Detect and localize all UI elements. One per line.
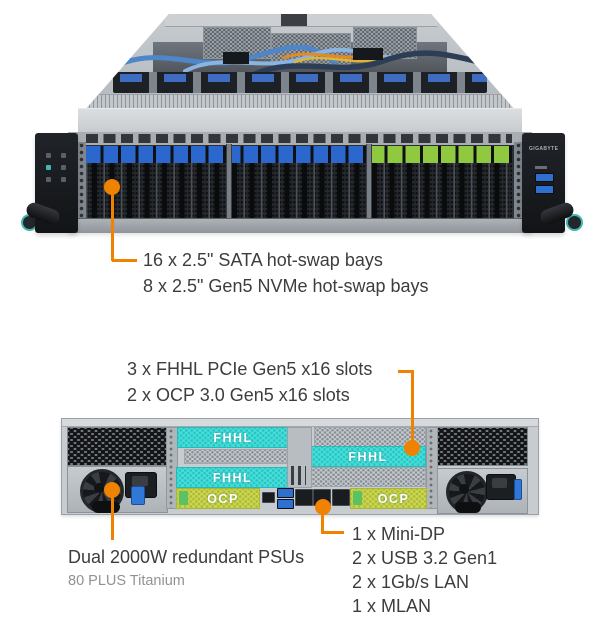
alert-led-icon bbox=[61, 177, 66, 182]
io-callout-line3: 2 x 1Gb/s LAN bbox=[352, 572, 470, 592]
bays-callout-line2: 8 x 2.5" Gen5 NVMe hot-swap bays bbox=[143, 276, 429, 296]
id-button-icon bbox=[61, 153, 66, 158]
ocp-slot-2-tab bbox=[353, 491, 362, 505]
io-callout-line4: 1 x MLAN bbox=[352, 596, 432, 616]
fhhl-slot-1-label: FHHL bbox=[213, 430, 253, 445]
psu-callout-title: Dual 2000W redundant PSUs bbox=[68, 547, 305, 567]
nvme-bay-latches bbox=[370, 146, 512, 163]
lan-led-icon bbox=[46, 177, 51, 182]
right-hinge-strip bbox=[426, 427, 438, 509]
internal-cables bbox=[112, 44, 490, 77]
psu-left-fan-hub bbox=[94, 483, 104, 493]
slots-callout-line-v bbox=[411, 369, 414, 450]
rear-usb-port-1 bbox=[277, 488, 294, 498]
psu-right-retention-clip bbox=[514, 479, 522, 500]
center-divider-slats bbox=[291, 466, 306, 485]
blank-slot-2 bbox=[184, 449, 289, 464]
psu-callout-line bbox=[110, 490, 114, 540]
io-callout-line-h bbox=[320, 531, 344, 534]
blank-slot-1 bbox=[314, 427, 426, 447]
right-vent-panel bbox=[437, 427, 528, 466]
bay-group-divider bbox=[366, 144, 372, 220]
ocp-slot-2: OCP bbox=[350, 488, 427, 509]
bays-callout-line1: 16 x 2.5" SATA hot-swap bays bbox=[143, 250, 383, 270]
fhhl-slot-2-label: FHHL bbox=[348, 449, 388, 464]
io-callout-line-v bbox=[320, 507, 324, 534]
front-usb-port-1 bbox=[535, 173, 554, 182]
psu-left-retention-clip bbox=[131, 486, 145, 505]
psu-callout-dot bbox=[104, 482, 120, 498]
ocp-slot-1-tab bbox=[179, 491, 188, 505]
fhhl-slot-2: FHHL bbox=[310, 446, 426, 467]
psu-callout-subtitle: 80 PLUS Titanium bbox=[68, 573, 185, 589]
ocp-slot-1-label: OCP bbox=[207, 491, 239, 506]
ocp-slot-1: OCP bbox=[176, 488, 260, 509]
fhhl-slot-3-label: FHHL bbox=[212, 470, 253, 485]
slots-callout-line-h bbox=[398, 369, 414, 373]
front-perforation-strip bbox=[85, 94, 515, 110]
bays-callout-line-h bbox=[112, 259, 137, 262]
chassis-top-internals bbox=[85, 14, 515, 110]
mini-dp-port bbox=[262, 492, 275, 503]
rear-top-rim bbox=[62, 419, 538, 427]
fhhl-slot-3: FHHL bbox=[176, 467, 289, 488]
psu-left-ac-inlet-notch bbox=[132, 476, 148, 486]
io-callout-dot bbox=[315, 499, 331, 515]
right-thumbscrew-cap bbox=[566, 214, 583, 231]
bays-callout-line-v bbox=[110, 187, 114, 261]
left-vent-panel bbox=[67, 427, 168, 466]
rear-usb-port-2 bbox=[277, 499, 294, 509]
fan-module-clips bbox=[113, 74, 487, 82]
left-inner-rail bbox=[77, 142, 86, 230]
io-callout-line2: 2 x USB 3.2 Gen1 bbox=[352, 548, 498, 568]
slots-callout-line1: 3 x FHHL PCIe Gen5 x16 slots bbox=[127, 359, 373, 379]
power-button-icon bbox=[46, 153, 51, 158]
blank-slot-3 bbox=[310, 467, 426, 487]
usb-label-mark bbox=[535, 166, 547, 169]
mlan-port bbox=[332, 489, 350, 506]
front-usb-port-2 bbox=[535, 185, 554, 194]
bay-group-divider bbox=[226, 144, 232, 220]
psu-callout-text: Dual 2000W redundant PSUs 80 PLUS Titani… bbox=[68, 544, 304, 592]
io-callout-line1: 1 x Mini-DP bbox=[352, 524, 446, 544]
bays-callout-text: 16 x 2.5" SATA hot-swap bays 8 x 2.5" Ge… bbox=[143, 247, 429, 299]
top-cover-latch bbox=[281, 14, 307, 26]
bays-callout-dot bbox=[104, 179, 120, 195]
io-callout-text: 1 x Mini-DP 2 x USB 3.2 Gen1 2 x 1Gb/s L… bbox=[352, 522, 497, 618]
psu-right-fan-hub bbox=[459, 484, 469, 494]
status-led-icon bbox=[46, 165, 51, 170]
brand-logo: GIGABYTE bbox=[529, 146, 559, 152]
right-inner-rail bbox=[514, 142, 523, 230]
front-panel bbox=[68, 132, 532, 233]
slots-callout-text: 3 x FHHL PCIe Gen5 x16 slots 2 x OCP 3.0… bbox=[127, 356, 372, 408]
psu-left-handle bbox=[92, 501, 120, 513]
hdd-led-icon bbox=[61, 165, 66, 170]
ocp-slot-2-label: OCP bbox=[377, 491, 410, 506]
lan-port-1 bbox=[295, 489, 313, 506]
front-panel-bottom bbox=[68, 218, 532, 233]
fhhl-slot-1: FHHL bbox=[177, 427, 289, 448]
slots-callout-line2: 2 x OCP 3.0 Gen5 x16 slots bbox=[127, 385, 350, 405]
psu-right-handle bbox=[455, 502, 481, 513]
slots-callout-dot bbox=[404, 440, 420, 456]
psu-right-ac-inlet-notch bbox=[492, 478, 507, 488]
bay-cage-top-ticks bbox=[86, 134, 512, 143]
